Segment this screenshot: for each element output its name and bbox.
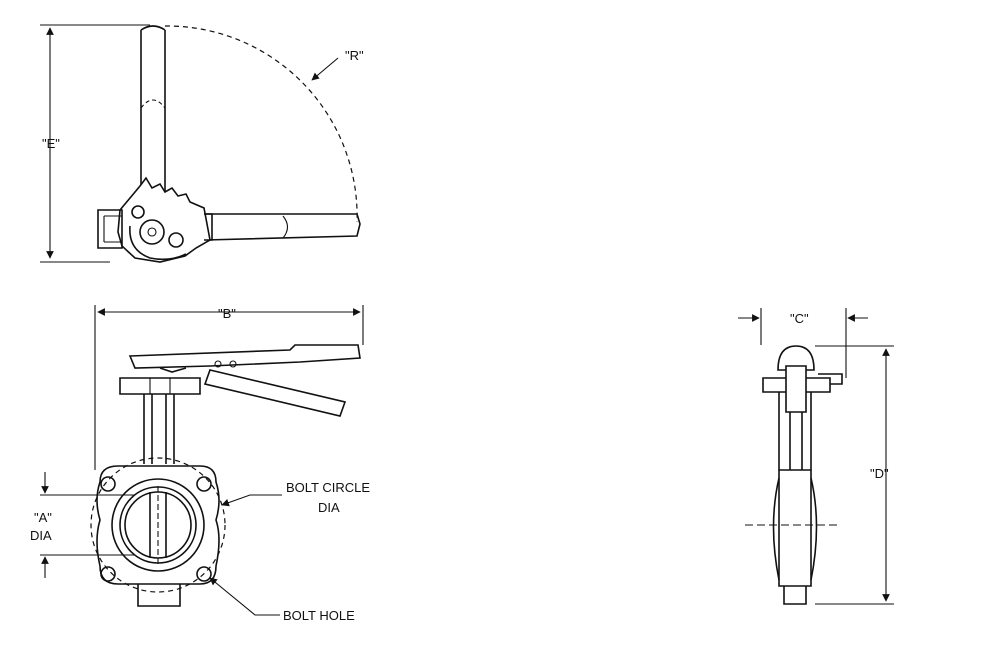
side-seat-right	[810, 477, 818, 581]
side-neck	[778, 392, 812, 470]
label-bolt-circle-dia: DIA	[318, 500, 340, 515]
side-seat-left	[772, 477, 780, 581]
body-neck-detail	[103, 215, 122, 243]
handle-vertical	[140, 30, 166, 195]
pivot-pin	[147, 227, 157, 237]
side-bottom-boss	[783, 586, 807, 605]
bolt-hole-bottom-right	[196, 566, 212, 582]
label-c: "C"	[790, 311, 809, 326]
label-bolt-circle: BOLT CIRCLE	[286, 480, 370, 495]
bolt-hole-top-left	[100, 476, 116, 492]
lever-rivet-1	[214, 360, 222, 368]
r-leader	[311, 57, 339, 81]
rotation-arc	[164, 25, 358, 223]
bolt-hole-top-right	[196, 476, 212, 492]
bolt-hole-bottom-left	[100, 566, 116, 582]
latch-pin	[131, 205, 145, 219]
bolt-circle-leader	[221, 494, 282, 507]
front-view	[40, 305, 364, 616]
handle-top-cap	[140, 25, 166, 31]
label-r: "R"	[345, 48, 364, 63]
lever-pivot	[159, 367, 187, 373]
top-plate	[119, 377, 201, 395]
disc-edge	[149, 492, 167, 558]
bottom-boss	[137, 584, 181, 607]
top-view	[40, 24, 361, 263]
lever-rivet-2	[229, 360, 237, 368]
bore-outer	[111, 478, 205, 572]
lever-trigger	[203, 369, 347, 417]
stop-pin	[168, 232, 184, 248]
bolt-hole-leader	[209, 577, 280, 616]
label-a: "A"	[34, 510, 52, 525]
bolt-circle	[90, 457, 226, 593]
side-body	[778, 469, 812, 587]
ratchet-plate	[117, 176, 211, 263]
side-latch	[818, 373, 843, 385]
label-d: "D"	[870, 466, 889, 481]
body-neck-right	[204, 213, 213, 241]
label-bolt-hole: BOLT HOLE	[283, 608, 355, 623]
label-a-dia: DIA	[30, 528, 52, 543]
side-stem	[785, 365, 807, 413]
side-view	[738, 308, 894, 605]
ratchet-arc	[129, 225, 187, 261]
handle-horizontal	[204, 213, 361, 241]
lever-handle	[128, 344, 361, 369]
pivot-boss	[139, 219, 165, 245]
top-plate-detail	[149, 378, 171, 394]
label-e: "E"	[42, 136, 60, 151]
label-b: "B"	[218, 306, 236, 321]
handle-horizontal-grip	[282, 215, 289, 239]
body-neck-left	[97, 209, 123, 249]
handle-cap	[777, 345, 815, 371]
handle-grip-mark	[140, 99, 166, 109]
body-neck	[143, 394, 175, 464]
